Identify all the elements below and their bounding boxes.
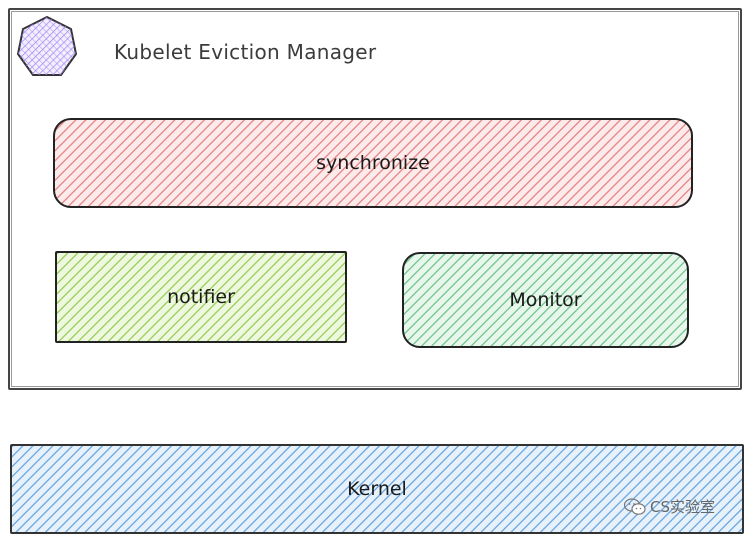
- notifier-box: notifier: [55, 251, 347, 343]
- watermark-text: CS实验室: [650, 498, 715, 516]
- kubernetes-logo-icon: [14, 14, 80, 80]
- wechat-icon: [624, 497, 646, 515]
- monitor-label: Monitor: [509, 289, 582, 311]
- kernel-box: Kernel: [10, 444, 744, 534]
- synchronize-box: synchronize: [53, 118, 693, 208]
- kernel-label: Kernel: [347, 478, 407, 500]
- synchronize-label: synchronize: [316, 152, 430, 174]
- monitor-box: Monitor: [402, 252, 689, 348]
- watermark: CS实验室: [624, 496, 715, 517]
- notifier-label: notifier: [167, 286, 235, 308]
- eviction-manager-frame: [8, 8, 742, 390]
- diagram-title: Kubelet Eviction Manager: [114, 40, 377, 64]
